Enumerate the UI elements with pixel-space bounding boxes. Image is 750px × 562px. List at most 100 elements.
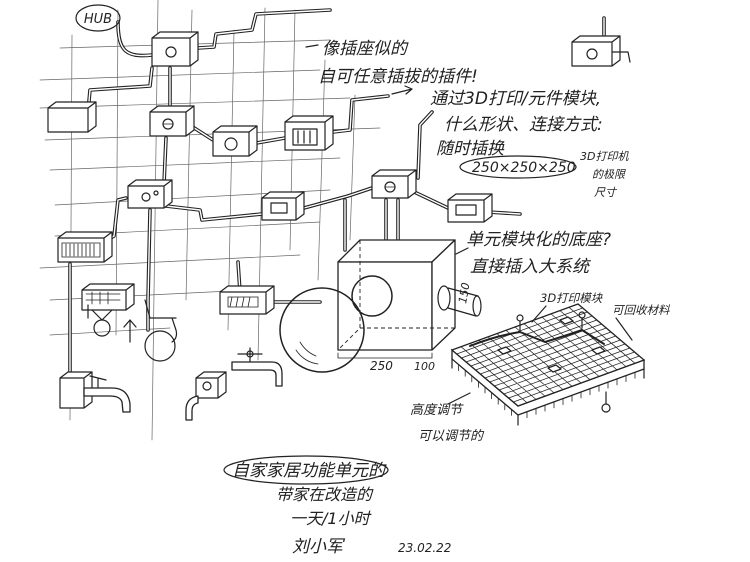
note-socket-plugin-line-1: 像插座似的: [322, 39, 409, 59]
note-unit-base-line-2: 直接插入大系统: [470, 257, 592, 277]
module-box-far-right-shell: [448, 194, 492, 222]
tap-handle-knob: [246, 350, 254, 358]
pipe-core: [117, 21, 153, 57]
unit-side-port: [437, 285, 451, 311]
platform-module: [497, 316, 606, 373]
pipe-core: [332, 95, 389, 133]
unit-box-hidden-edges: [337, 240, 455, 351]
note-socket-plugin-line-2: 自可任意插拔的插件!: [318, 67, 478, 87]
print-size-note-line-2: 的极限: [592, 168, 626, 181]
unit-box-front: [337, 261, 433, 351]
print-size-note-line-3: 尺寸: [594, 186, 618, 199]
summary-circle: [223, 455, 389, 485]
print-size-note-line-1: 3D打印机: [580, 150, 629, 163]
platform-post: [519, 317, 583, 331]
summary-line-1: 自家家居功能单元的: [232, 461, 387, 481]
module-box-top: [151, 31, 199, 67]
note-dash: [305, 44, 319, 48]
module-box-far-right: [447, 193, 493, 223]
module-box-switch: [284, 115, 334, 151]
recycle-label: 可回收材料: [612, 303, 671, 317]
module-box-right-mid: [261, 191, 305, 221]
outlet-pipe: [611, 51, 631, 63]
module-box-battery-shell: [58, 232, 112, 262]
tap-spout-center: [185, 395, 199, 421]
platform-grid-lines: [456, 307, 640, 403]
pipe-core: [409, 189, 449, 209]
platform-pipe: [469, 329, 605, 347]
gourd-shading: [295, 341, 319, 365]
note-adjust-line-2: 可以调节的: [418, 429, 485, 444]
tap-box-center: [195, 371, 227, 399]
socket-outlet: [224, 137, 238, 151]
hub-bubble: [75, 4, 121, 32]
dimension-line-width: [337, 352, 433, 359]
note-print-modules-line-2: 什么形状、连接方式:: [444, 115, 603, 135]
unit-side-tube-end: [472, 295, 482, 317]
platform-post-knob: [578, 311, 586, 319]
arrow-up-icon: [123, 319, 137, 343]
signature-name: 刘小军: [292, 537, 346, 557]
pipe-core: [87, 67, 153, 113]
box-details: [61, 46, 631, 308]
battery-hatch: [61, 242, 101, 258]
pipe-core: [163, 137, 167, 185]
platform-post-knob: [516, 314, 524, 322]
fixture-taps: [83, 299, 283, 421]
knob: [141, 192, 151, 202]
pipe-core: [165, 205, 263, 221]
tap-spout-right: [231, 361, 283, 387]
leader-unit-base: [455, 247, 469, 255]
module-box-mid: [127, 179, 173, 209]
module-unit: [279, 239, 482, 373]
leader-adjust: [447, 392, 471, 405]
gourd-balloon-large: [279, 287, 365, 373]
module-box-socket-shell: [213, 126, 257, 156]
tap-handle-icon: [202, 381, 212, 391]
module-box-junction: [371, 169, 417, 199]
pipe-core: [197, 9, 331, 49]
module-box-top-right: [571, 35, 621, 67]
knob: [153, 190, 159, 196]
pipe-network: [68, 8, 606, 380]
summary-line-2: 带家在改造的: [276, 485, 374, 504]
module-box-battery: [57, 231, 113, 263]
module-box-switch-shell: [285, 116, 333, 150]
switch-panel: [292, 128, 318, 146]
dimension-depth: 100: [414, 360, 435, 373]
gourd-balloon-small: [351, 275, 393, 317]
signature-date: 23.02.22: [398, 541, 451, 555]
balloon-bracket: [144, 299, 178, 343]
module-box-mid-shell: [128, 180, 172, 208]
port-panel: [270, 202, 288, 214]
small-balloon: [93, 319, 111, 337]
grid-platform: [450, 303, 646, 426]
note-unit-base-line-1: 单元模块化的底座?: [466, 230, 611, 250]
dimension-height: 150: [456, 282, 472, 305]
port-panel: [455, 204, 477, 216]
note-print-modules-line-3: 随时插换: [436, 139, 505, 159]
module-box-lower: [219, 285, 275, 315]
summary-line-3: 一天/1小时: [290, 509, 372, 528]
module-box-left-upper: [47, 101, 97, 133]
platform-legs: [451, 358, 645, 426]
print-size-label: 250×250×250: [472, 160, 576, 176]
drain-icon: [601, 403, 611, 413]
annotations: HUB 像插座似的 自可任意插拔的插件! 通过3D打印/元件模块, 什么形状、连…: [84, 12, 671, 557]
module-box-left-lower: [81, 283, 135, 311]
pipe-core: [487, 211, 521, 215]
medium-balloon: [144, 330, 176, 362]
module-box-socket: [212, 125, 258, 157]
dimension-width: 250: [370, 359, 393, 373]
pipe-core: [303, 187, 373, 209]
tap-box-left: [59, 371, 93, 409]
annotation-marks: [75, 4, 633, 485]
leader-print-module: [531, 305, 547, 323]
platform-details: [469, 311, 611, 413]
tap-handle-icon: [237, 347, 263, 363]
leader-recycle: [615, 317, 633, 341]
socket-outlet: [165, 46, 177, 58]
print-size-circle: [459, 155, 577, 179]
hub-label: HUB: [84, 12, 112, 27]
